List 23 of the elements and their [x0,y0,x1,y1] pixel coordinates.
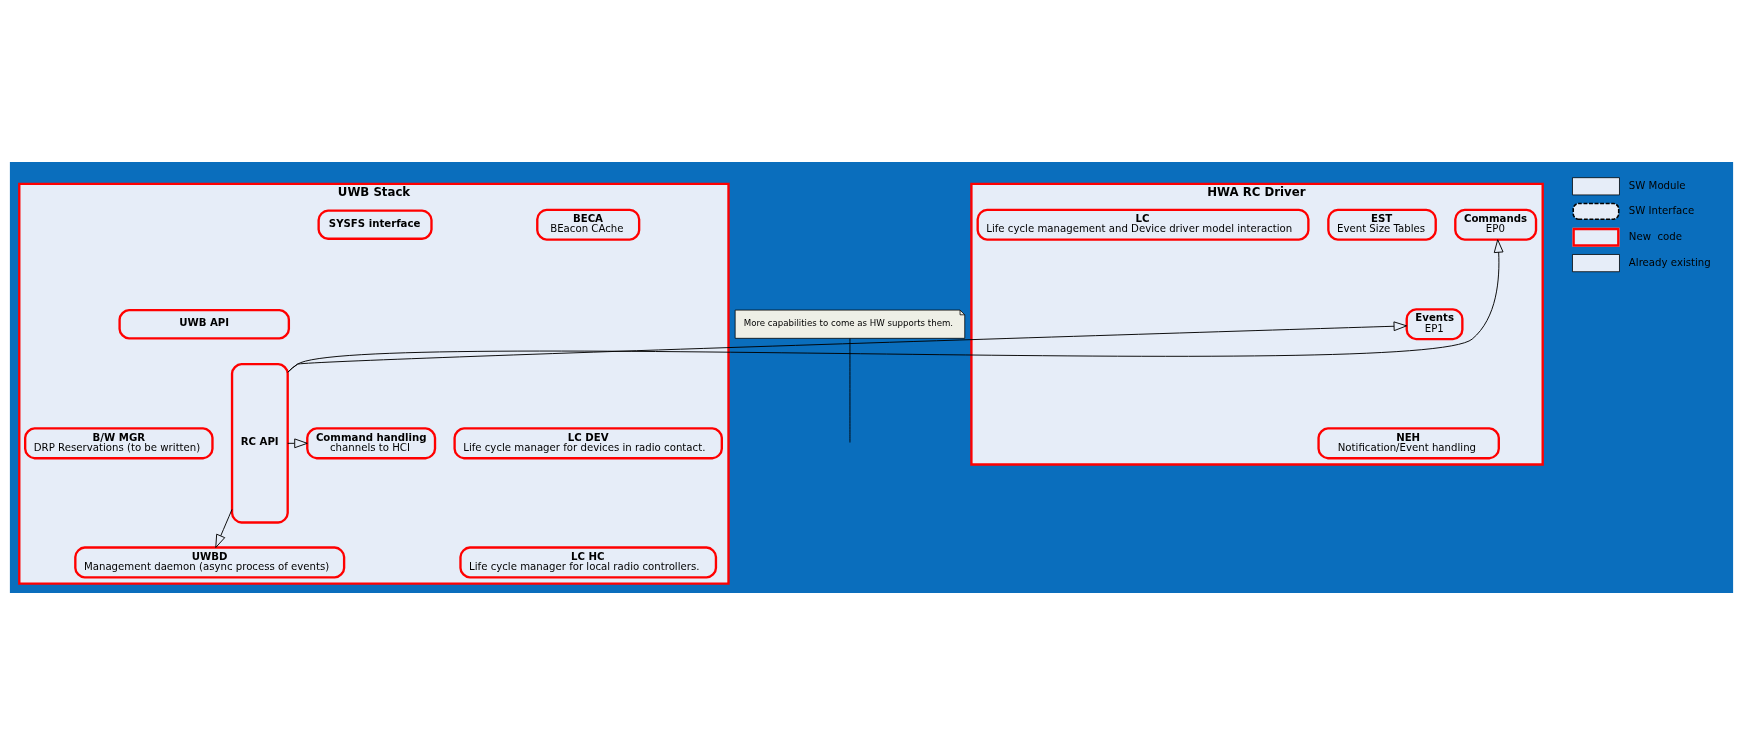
node-box: RC API [230,363,289,524]
node-box: EST Event Size Tables [1327,208,1437,241]
node-box: LC HC Life cycle manager for local radio controllers. [459,546,718,579]
node-box: BECA BEacon CAche [536,208,641,241]
arrow [215,508,233,548]
node-box: LC DEV Life cycle manager for devices in radio contact. [453,427,723,460]
node-box: Command handling channels to HCI [306,427,437,460]
connector [849,338,851,443]
arrow [287,239,1504,373]
node-box: Events EP1 [1405,308,1464,341]
node-box: NEH Notification/Event handling [1317,427,1500,460]
arrow [287,321,1408,373]
legend-label: SW Interface [1628,205,1695,217]
node-box: UWBD Management daemon (async process of events) [74,546,346,579]
node-box: Commands EP0 [1454,208,1538,241]
node-box: LC Life cycle management and Device driver model interaction [976,208,1310,241]
node-box: UWB API [118,308,291,340]
arrow [287,438,308,449]
legend-label: SW Module [1628,179,1686,191]
node-box: SYSFS interface [317,209,433,240]
legend-label: Already existing [1628,256,1711,268]
legend-label: New code [1628,230,1683,242]
node-box: B/W MGR DRP Reservations (to be written) [24,427,214,460]
